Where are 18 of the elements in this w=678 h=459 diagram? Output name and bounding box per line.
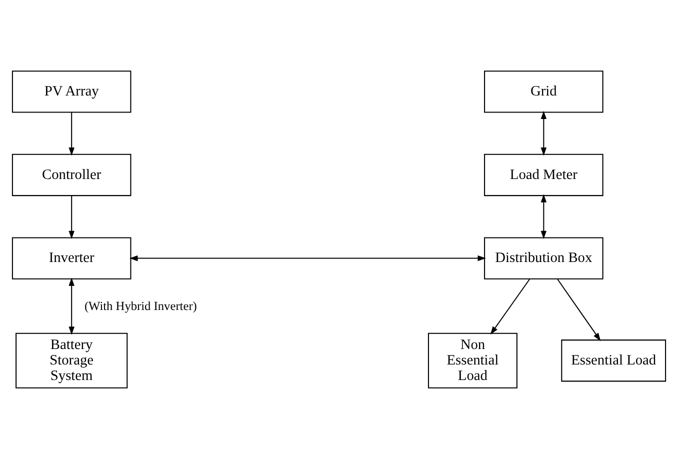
node-box: Grid (484, 70, 604, 113)
node-box: Essential Load (561, 340, 666, 382)
arrow (68, 112, 74, 156)
node-box: Controller (12, 154, 132, 196)
node-box: PV Array (12, 70, 132, 113)
node-box: Battery Storage System (16, 332, 128, 388)
arrow (540, 110, 547, 156)
arrow (68, 278, 74, 335)
arrow (557, 278, 601, 342)
arrow (68, 196, 74, 240)
node-box: Distribution Box (484, 237, 604, 280)
arrow (490, 278, 530, 335)
node-box: Inverter (12, 237, 132, 280)
node-box: Non Essential Load (428, 332, 518, 388)
edge-label: (With Hybrid Inverter) (84, 298, 197, 313)
node-box: Load Meter (484, 154, 604, 196)
arrow (130, 255, 486, 262)
arrow (540, 194, 547, 240)
